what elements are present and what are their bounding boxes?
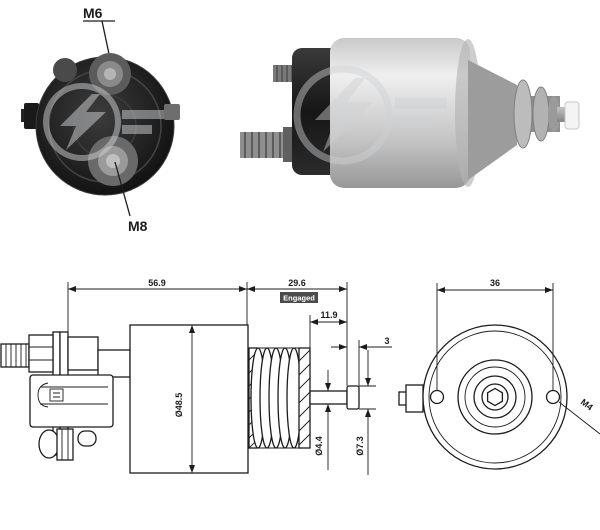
solenoid-end-face: [21, 53, 180, 196]
plastic-tip: [564, 101, 580, 130]
side-section-drawing: 56.9 29.6 Engaged 11.9 3: [0, 278, 392, 475]
plunger-rod: [309, 390, 348, 405]
center-hex: [486, 387, 504, 407]
plunger-boot: [468, 60, 560, 180]
battery-stud: [0, 334, 54, 373]
dim-engaged-length: 29.6 Engaged: [247, 278, 348, 386]
return-spring: [248, 347, 311, 449]
front-view-drawing: 36 M4: [398, 278, 600, 470]
m6-terminal-label: M6: [83, 5, 103, 21]
terminal-stub: [405, 384, 424, 413]
mount-thread-label: M4: [579, 397, 595, 413]
m8-callout: M8: [114, 161, 148, 234]
m8-stud: [240, 127, 300, 162]
engaged-note: Engaged: [283, 294, 315, 303]
engaged-note-box: [280, 292, 318, 303]
mount-hole-left: [429, 389, 445, 405]
tip-length-value: 3: [384, 336, 389, 346]
m6-terminal: [89, 53, 131, 95]
housing-body: [129, 324, 249, 474]
overall-length-value: 56.9: [148, 278, 166, 288]
dim-rod-diameter: Ø4.4: [314, 370, 331, 470]
side-view-photo: [240, 38, 580, 188]
dim-hole-spacing: 36: [436, 278, 554, 390]
plunger-extension-value: 11.9: [320, 310, 337, 320]
end-view-photo: M6: [21, 5, 180, 234]
plunger-tip: [346, 385, 360, 410]
tip-diameter-value: Ø7.3: [355, 436, 365, 456]
dim-tip-length: 3: [331, 336, 392, 386]
dim-body-diameter: Ø48.5: [174, 325, 195, 473]
mount-hole-right: [545, 389, 561, 405]
drawn-front-face: [398, 324, 568, 470]
m8-leader-line: [114, 161, 131, 217]
dim-overall-length: 56.9: [67, 278, 248, 332]
drawn-part: [0, 324, 360, 474]
lower-bolt: [38, 428, 97, 461]
cap-step-upper: [67, 336, 99, 371]
body-diameter-value: Ø48.5: [174, 393, 184, 418]
connector-block: [29, 374, 114, 428]
dim-plunger-extension: 11.9: [309, 310, 347, 392]
metal-body: [330, 38, 470, 188]
rivet-highlight: [53, 58, 77, 82]
m8-terminal-label: M8: [128, 218, 148, 234]
m8-terminal: [88, 136, 138, 186]
hole-spacing-value: 36: [490, 278, 500, 288]
side-lug: [24, 103, 39, 129]
cap-step-lower: [97, 349, 131, 378]
brand-watermark-icon: [43, 83, 164, 161]
dim-tip-diameter: Ø7.3: [355, 350, 376, 475]
connector-tab: [164, 104, 180, 120]
brand-watermark-icon: [293, 65, 447, 165]
rod-diameter-value: Ø4.4: [314, 436, 324, 456]
engaged-length-value: 29.6: [288, 278, 306, 288]
solenoid-side-photo: [240, 38, 580, 188]
